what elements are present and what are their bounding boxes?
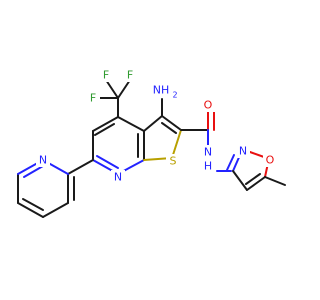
- pyridyl-nitrogen-label: N: [39, 154, 47, 167]
- bond-py-c2-c3: [42, 202, 69, 218]
- bond-c5-methyl: [264, 176, 286, 186]
- atom-labels: F F F NH 2 O N H N S N N O: [36, 68, 277, 184]
- amino-nh-label: NH: [153, 84, 170, 97]
- amide-hydrogen-label: H: [204, 160, 212, 173]
- isoxazole-oxygen-label: O: [266, 154, 275, 167]
- bond-py-c3-c4-double: [22, 198, 44, 211]
- bond-c5-c4-double: [245, 173, 261, 185]
- fluorine-label: F: [90, 92, 96, 105]
- bond-c5-c4: [246, 176, 266, 191]
- core-pyridine-nitrogen-label: N: [114, 171, 122, 184]
- bond-c-f2: [117, 79, 131, 99]
- bond-c4-c3a: [117, 116, 145, 132]
- bond-c3-c2-double: [161, 122, 177, 134]
- bond-n2-o1: [249, 151, 265, 158]
- thiophene-sulfur-label: S: [170, 155, 177, 168]
- isoxazole-nitrogen-label: N: [239, 145, 247, 158]
- bond-c4-c3: [232, 170, 248, 191]
- bond-c4-c5: [92, 116, 119, 132]
- amino-subscript-label: 2: [172, 91, 177, 100]
- fluorine-label: F: [127, 69, 133, 82]
- bond-c6-pyridyl: [67, 159, 94, 175]
- bond-c-f1: [105, 79, 119, 99]
- bond-c3a-c3: [143, 115, 163, 132]
- bond-py-c3-c4: [17, 202, 44, 218]
- amide-nitrogen-label: N: [204, 146, 212, 159]
- bond-c4-c5-double: [94, 123, 115, 136]
- fluorine-label: F: [103, 69, 109, 82]
- bond-c3-c2: [161, 115, 182, 131]
- amide-oxygen-label: O: [204, 99, 213, 112]
- molecule-structure-diagram: F F F NH 2 O N H N S N N O: [17, 68, 286, 218]
- bond-c6-n7-double: [96, 155, 119, 169]
- bonds: [17, 79, 286, 218]
- bond-py-c5-n-double: [23, 165, 44, 178]
- bond-c2-s: [171, 129, 182, 159]
- bond-c3-n2-double: [226, 154, 235, 171]
